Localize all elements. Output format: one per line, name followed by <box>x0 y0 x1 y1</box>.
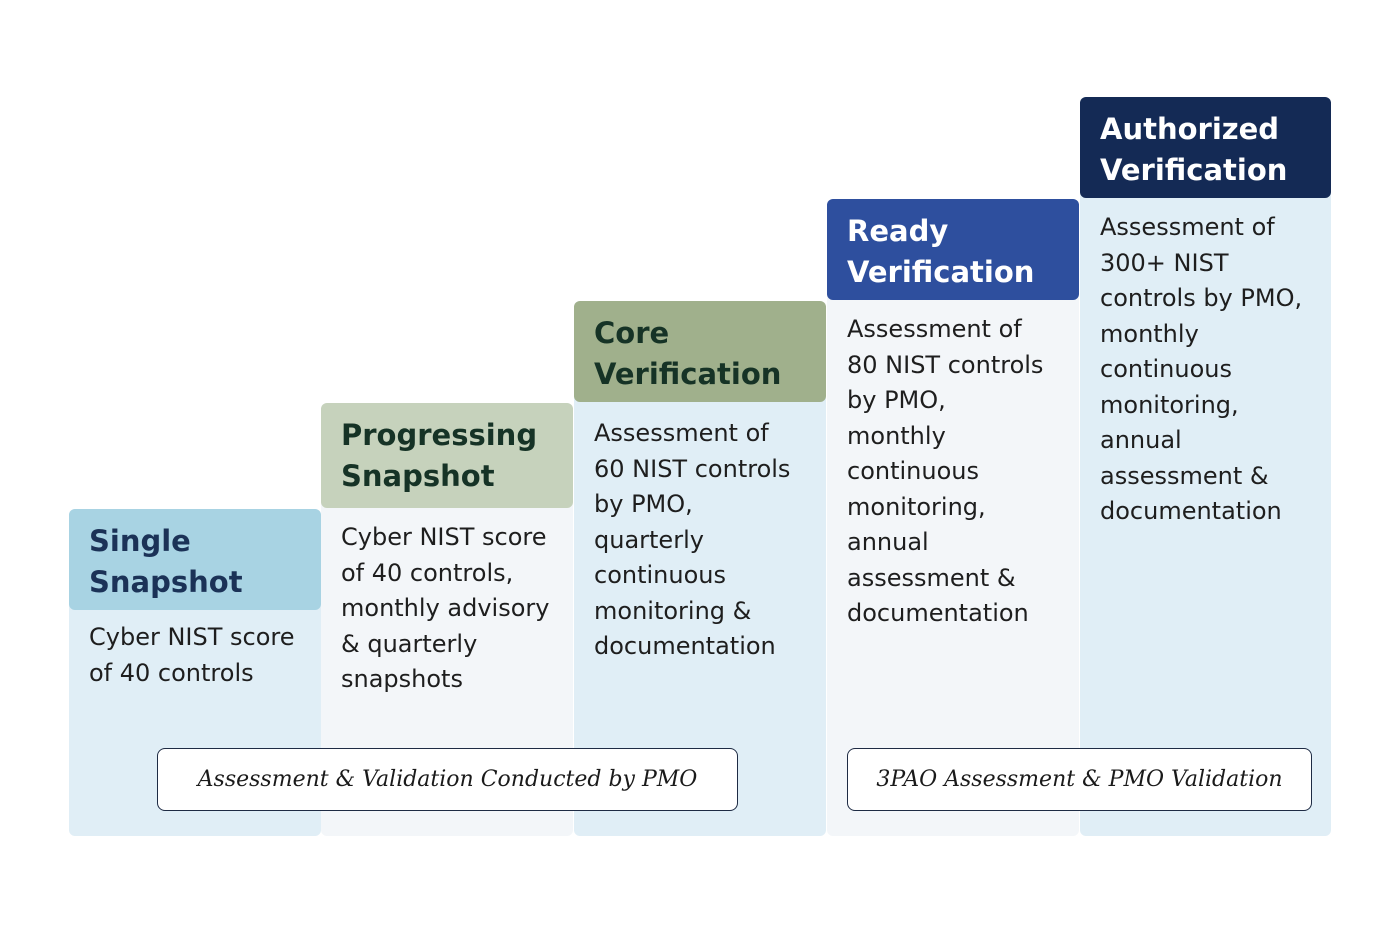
desc-line: continuous <box>1100 355 1232 383</box>
step-header-progressing-snapshot: Progressing Snapshot <box>321 403 573 508</box>
desc-line: annual <box>1100 426 1182 454</box>
desc-line: continuous <box>594 561 726 589</box>
desc-line: of 40 controls <box>89 658 254 687</box>
step-title-line: Verification <box>594 357 782 391</box>
step-authorized-verification: Authorized Verification Assessment of 30… <box>1080 97 1331 836</box>
step-progressing-snapshot: Progressing Snapshot Cyber NIST score of… <box>321 403 573 836</box>
desc-line: monthly advisory <box>341 594 550 622</box>
desc-line: snapshots <box>341 665 463 693</box>
step-title-line: Core <box>594 316 670 350</box>
step-title-line: Authorized <box>1100 112 1280 146</box>
step-title-line: Ready <box>847 214 949 248</box>
desc-line: monthly <box>847 421 946 450</box>
step-header-ready-verification: Ready Verification <box>827 199 1079 300</box>
step-description: Assessment of 60 NIST controls by PMO, q… <box>594 416 814 665</box>
step-header-single-snapshot: Single Snapshot <box>69 509 321 610</box>
desc-line: & quarterly <box>341 629 478 658</box>
caption-pmo-assessment: Assessment & Validation Conducted by PMO <box>157 748 738 811</box>
desc-line: 300+ NIST <box>1100 248 1229 277</box>
desc-line: monthly <box>1100 319 1199 348</box>
desc-line: annual <box>847 528 929 556</box>
step-header-core-verification: Core Verification <box>574 301 826 402</box>
desc-line: quarterly <box>594 525 704 554</box>
desc-line: documentation <box>594 632 776 660</box>
step-description: Cyber NIST score of 40 controls <box>89 620 309 691</box>
desc-line: monitoring, <box>1100 390 1239 419</box>
desc-line: assessment & <box>847 563 1016 592</box>
desc-line: 60 NIST controls <box>594 454 791 483</box>
desc-line: monitoring & <box>594 596 752 625</box>
desc-line: monitoring, <box>847 492 986 521</box>
step-core-verification: Core Verification Assessment of 60 NIST … <box>574 301 826 836</box>
desc-line: controls by PMO, <box>1100 284 1303 312</box>
step-header-authorized-verification: Authorized Verification <box>1080 97 1331 198</box>
caption-3pao-assessment: 3PAO Assessment & PMO Validation <box>847 748 1312 811</box>
step-description: Cyber NIST score of 40 controls, monthly… <box>341 520 561 698</box>
desc-line: by PMO, <box>847 386 946 414</box>
desc-line: by PMO, <box>594 490 693 518</box>
desc-line: of 40 controls, <box>341 558 514 587</box>
step-title-line: Snapshot <box>89 565 243 599</box>
step-single-snapshot: Single Snapshot Cyber NIST score of 40 c… <box>69 509 321 836</box>
desc-line: Cyber NIST score <box>89 623 295 651</box>
desc-line: assessment & <box>1100 461 1269 490</box>
desc-line: 80 NIST controls <box>847 350 1044 379</box>
step-description: Assessment of 300+ NIST controls by PMO,… <box>1100 210 1319 530</box>
step-title-line: Single <box>89 524 191 558</box>
desc-line: Cyber NIST score <box>341 523 547 551</box>
desc-line: Assessment of <box>594 419 769 447</box>
step-ready-verification: Ready Verification Assessment of 80 NIST… <box>827 199 1079 836</box>
step-title-line: Verification <box>847 255 1035 289</box>
desc-line: Assessment of <box>1100 213 1275 241</box>
step-title-line: Verification <box>1100 153 1288 187</box>
desc-line: Assessment of <box>847 315 1022 343</box>
step-title-line: Snapshot <box>341 459 495 493</box>
desc-line: documentation <box>1100 497 1282 525</box>
step-description: Assessment of 80 NIST controls by PMO, m… <box>847 312 1067 632</box>
desc-line: documentation <box>847 599 1029 627</box>
desc-line: continuous <box>847 457 979 485</box>
step-title-line: Progressing <box>341 418 538 452</box>
